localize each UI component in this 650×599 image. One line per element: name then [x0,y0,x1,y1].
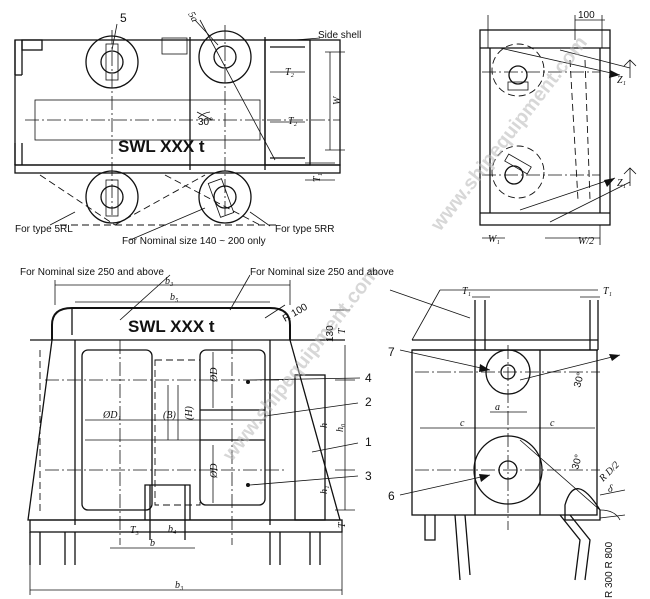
angle-30-lower-label: 30° [570,453,585,470]
bitt-5rr-plan [198,170,252,224]
bottom-right-view [399,289,626,581]
top-left-view [14,19,345,241]
b5-label: b₅ [170,292,179,303]
dim-130-label: 130 [325,325,336,342]
b-label: b [150,538,155,549]
rd2-label: R D/2 [597,460,622,485]
type-5rl-label: For type 5RL [15,224,73,235]
part-6-label: 6 [388,489,395,503]
swl-label-front: SWL XXX t [128,317,215,336]
part-2-label: 2 [365,395,372,409]
a-label: a [495,402,500,413]
part-5a-label: 5a [185,10,200,24]
t2-label-a: T₂ [285,67,295,78]
h0-label: h₀ [335,423,346,432]
b4-label: b₄ [168,524,177,535]
r-dims-label: R 300 R 800 [604,541,615,598]
part-1-label: 1 [365,435,372,449]
side-shell-label: Side shell [318,30,361,41]
bottom-left-view [27,274,471,595]
t-top-label: T [337,327,348,334]
bitt-side-upper [508,65,528,85]
watermark-lower: www.shipequipment.com [218,262,384,466]
b3-bottom-label: b₃ [175,580,184,591]
part-7-label: 7 [388,345,395,359]
b3-top-label: b₃ [165,276,174,287]
dim-100-label: 100 [578,10,595,21]
angle-30-plan: 30° [198,117,213,128]
z1-label-bottom: Z₁ [617,178,626,189]
t-bottom-label: T [337,521,348,528]
w2-label: W/2 [578,236,594,247]
od-top-label: ØD [209,367,220,383]
z1-label-top: Z₁ [617,75,626,86]
h-paren-label: (H) [184,405,195,420]
delta-label: δ [608,484,613,495]
c-left-label: c [460,418,465,429]
w-label: W [332,95,343,105]
part-4-label: 4 [365,371,372,385]
h1-label: h₁ [319,486,330,494]
od-bottom-label: ØD [209,463,220,479]
nominal-250-left-label: For Nominal size 250 and above [20,267,164,278]
w1-label: W₁ [488,234,500,245]
type-5rr-label: For type 5RR [275,224,334,235]
t1-left-label: T₁ [462,286,471,297]
angle-30-upper-label: 30° [572,371,587,388]
t2-label-b: T₂ [288,116,298,127]
b-paren-label: (B) [163,410,176,421]
h-label: h [319,423,330,428]
od1-label: ØD₁ [102,410,121,421]
t3-label: T₃ [130,525,140,536]
bitt-5rl-plan [85,170,139,224]
swl-label-plan: SWL XXX t [118,137,205,156]
t1-label-plan: T₁ [312,173,323,182]
t1-right-label: T₁ [603,286,612,297]
nominal-140-200-label: For Nominal size 140 ~ 200 only [122,236,266,247]
watermark-upper: www.shipequipment.com [426,32,592,236]
nominal-250-right-label: For Nominal size 250 and above [250,267,394,278]
part-3-label: 3 [365,469,372,483]
top-right-view [479,15,637,245]
c-right-label: c [550,418,555,429]
r100-label: R 100 [281,302,310,325]
part-5-label: 5 [120,11,127,25]
bollard-barrel-left [81,349,153,511]
